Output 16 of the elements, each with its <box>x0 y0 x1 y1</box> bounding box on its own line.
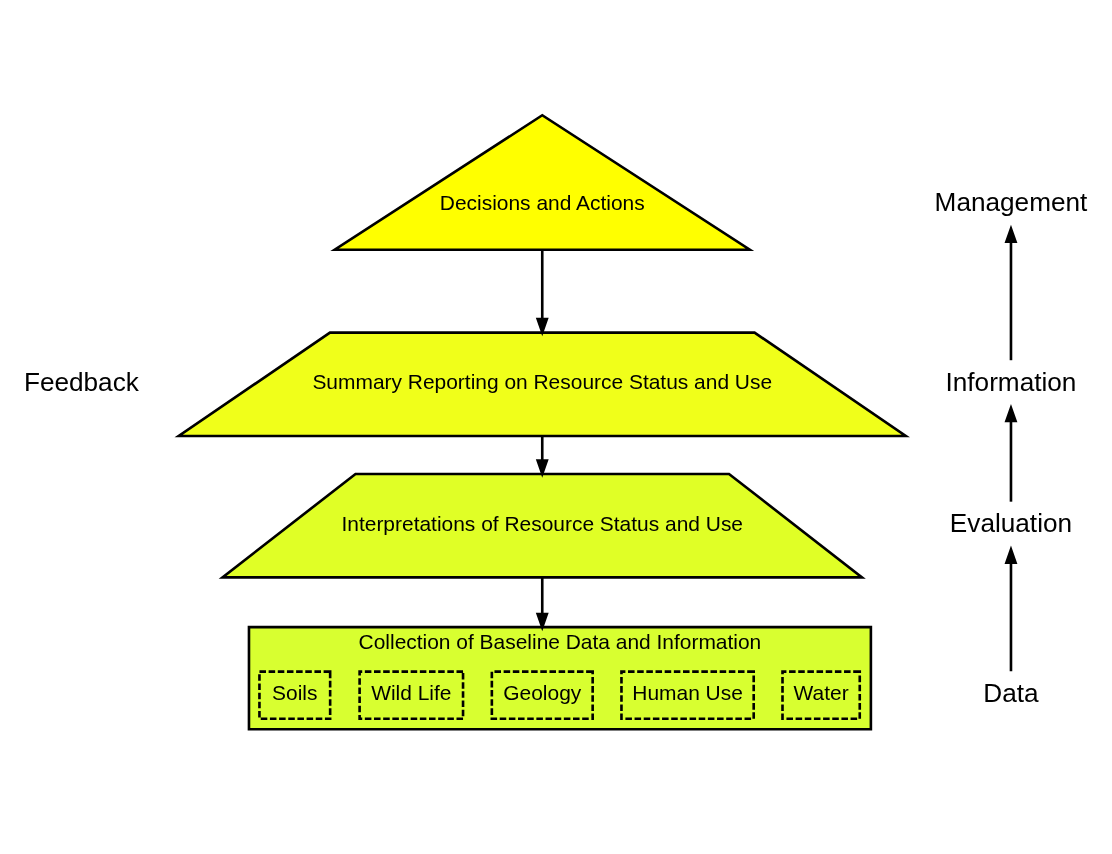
node-box: Water <box>781 669 862 720</box>
arrow <box>535 577 549 631</box>
arrow <box>1004 224 1018 360</box>
arrow <box>535 435 549 478</box>
node-text: Information <box>945 366 1077 397</box>
node-box: Soils <box>258 669 332 720</box>
node-box: Geology <box>490 669 594 720</box>
node-text: Data <box>983 677 1039 708</box>
node-box: Human Use <box>620 669 755 720</box>
node-box: Wild Life <box>358 669 465 720</box>
label: Feedback <box>23 366 139 397</box>
arrow <box>1004 545 1018 671</box>
arrow <box>535 249 549 336</box>
arrow <box>1004 403 1018 502</box>
node-text: Evaluation <box>949 507 1073 538</box>
node-text: Management <box>934 186 1088 217</box>
